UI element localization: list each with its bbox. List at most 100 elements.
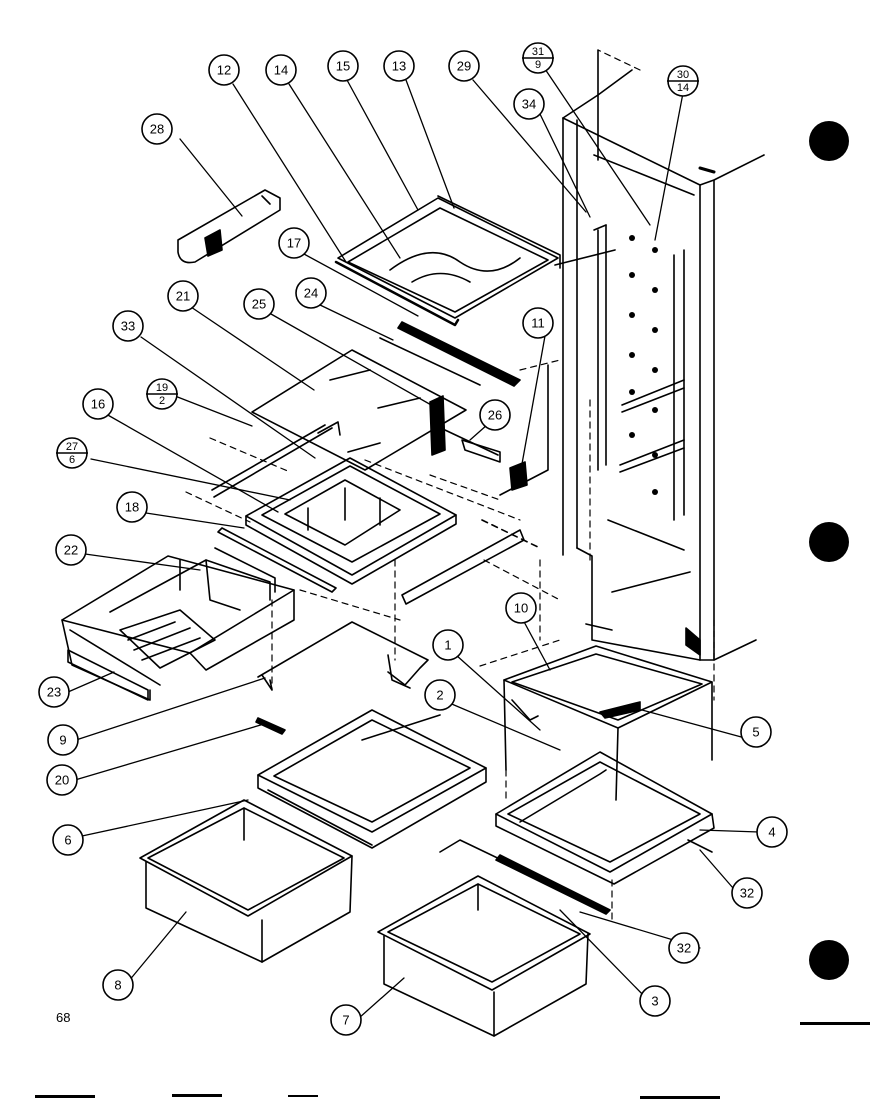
callout-14: 14 — [265, 54, 297, 86]
peg — [629, 272, 635, 278]
callout-circle — [52, 824, 84, 856]
callout-number: 20 — [55, 773, 69, 788]
callout-31: 319 — [522, 42, 554, 74]
callout-number: 9 — [59, 733, 66, 748]
callout-circle — [668, 932, 700, 964]
callout-denominator: 2 — [159, 395, 165, 407]
callout-circle — [639, 985, 671, 1017]
cabinet-liner — [562, 49, 765, 661]
scan-artifact — [35, 1095, 95, 1098]
part-18-front-rail — [217, 527, 337, 593]
callout-15: 15 — [327, 50, 359, 82]
callout-number: 21 — [176, 289, 190, 304]
part-8-crisper-drawer-left — [139, 799, 353, 963]
callout-27: 276 — [56, 437, 88, 469]
callout-number: 16 — [91, 397, 105, 412]
callout-5: 5 — [740, 716, 772, 748]
callout-circle — [167, 280, 199, 312]
callout-12: 12 — [208, 54, 240, 86]
part-28-end-cap — [177, 189, 281, 264]
callout-number: 1 — [444, 638, 451, 653]
callout-number: 32 — [677, 941, 691, 956]
callout-circle — [756, 816, 788, 848]
peg — [629, 235, 635, 241]
assembly-guide-lines — [185, 49, 715, 921]
part-7-crisper-drawer-right — [377, 875, 591, 1037]
shelf-rails — [379, 321, 521, 387]
peg — [652, 327, 658, 333]
callout-numerator: 27 — [66, 441, 78, 453]
callout-number: 11 — [531, 316, 545, 331]
callout-circle — [102, 969, 134, 1001]
callout-number: 29 — [457, 59, 471, 74]
part-20-clip — [255, 717, 286, 735]
liner-shelf-pegs — [629, 235, 658, 495]
callout-denominator: 9 — [535, 59, 541, 71]
peg — [629, 352, 635, 358]
callout-circle — [513, 88, 545, 120]
leader-lines — [67, 68, 760, 1019]
scan-artifacts — [35, 1022, 870, 1099]
callout-number: 7 — [342, 1013, 349, 1028]
callout-10: 10 — [505, 592, 537, 624]
binder-hole-bottom — [809, 940, 849, 980]
callout-9: 9 — [47, 724, 79, 756]
right-slide-rail — [401, 519, 541, 605]
peg — [629, 312, 635, 318]
callout-circle — [112, 310, 144, 342]
right-crisper-cover — [503, 623, 713, 801]
callout-number: 5 — [752, 725, 759, 740]
callout-number: 6 — [64, 833, 71, 848]
callout-18: 18 — [116, 491, 148, 523]
callout-number: 8 — [114, 978, 121, 993]
callout-circle — [243, 288, 275, 320]
callout-21: 21 — [167, 280, 199, 312]
callout-circle — [731, 877, 763, 909]
callout-number: 23 — [47, 685, 61, 700]
callout-circle — [82, 388, 114, 420]
callout-number: 24 — [304, 286, 318, 301]
callout-29: 29 — [448, 50, 480, 82]
callout-number: 3 — [651, 994, 658, 1009]
callout-circle — [740, 716, 772, 748]
callout-circle — [141, 113, 173, 145]
callout-circle — [522, 307, 554, 339]
peg — [652, 407, 658, 413]
callout-circle — [505, 592, 537, 624]
callout-number: 4 — [768, 825, 775, 840]
part-9-wire-frame — [257, 621, 429, 691]
callout-number: 26 — [488, 408, 502, 423]
peg — [629, 389, 635, 395]
callout-numerator: 30 — [677, 69, 689, 81]
callout-32: 32 — [731, 877, 763, 909]
callout-number: 12 — [217, 63, 231, 78]
meat-drawer — [61, 547, 295, 701]
callout-circle — [55, 534, 87, 566]
callout-number: 10 — [514, 601, 528, 616]
callout-17: 17 — [278, 227, 310, 259]
callout-number: 14 — [274, 63, 288, 78]
part-21-glass-panel — [251, 349, 467, 471]
peg — [652, 452, 658, 458]
callout-2: 2 — [424, 679, 456, 711]
binder-hole-top — [809, 121, 849, 161]
callout-circle — [330, 1004, 362, 1036]
callout-23: 23 — [38, 676, 70, 708]
callout-circle — [116, 491, 148, 523]
crisper-cover-frame — [211, 421, 457, 585]
scan-artifact — [640, 1096, 720, 1099]
callout-1: 1 — [432, 629, 464, 661]
callout-8: 8 — [102, 969, 134, 1001]
callout-number: 18 — [125, 500, 139, 515]
callout-number: 28 — [150, 122, 164, 137]
part-4-right-shelf-frame — [495, 751, 715, 885]
callout-number: 33 — [121, 319, 135, 334]
callout-number: 13 — [392, 59, 406, 74]
top-glass-shelf-assembly — [334, 195, 616, 327]
callout-7: 7 — [330, 1004, 362, 1036]
callout-circle — [208, 54, 240, 86]
callout-numerator: 19 — [156, 382, 168, 394]
